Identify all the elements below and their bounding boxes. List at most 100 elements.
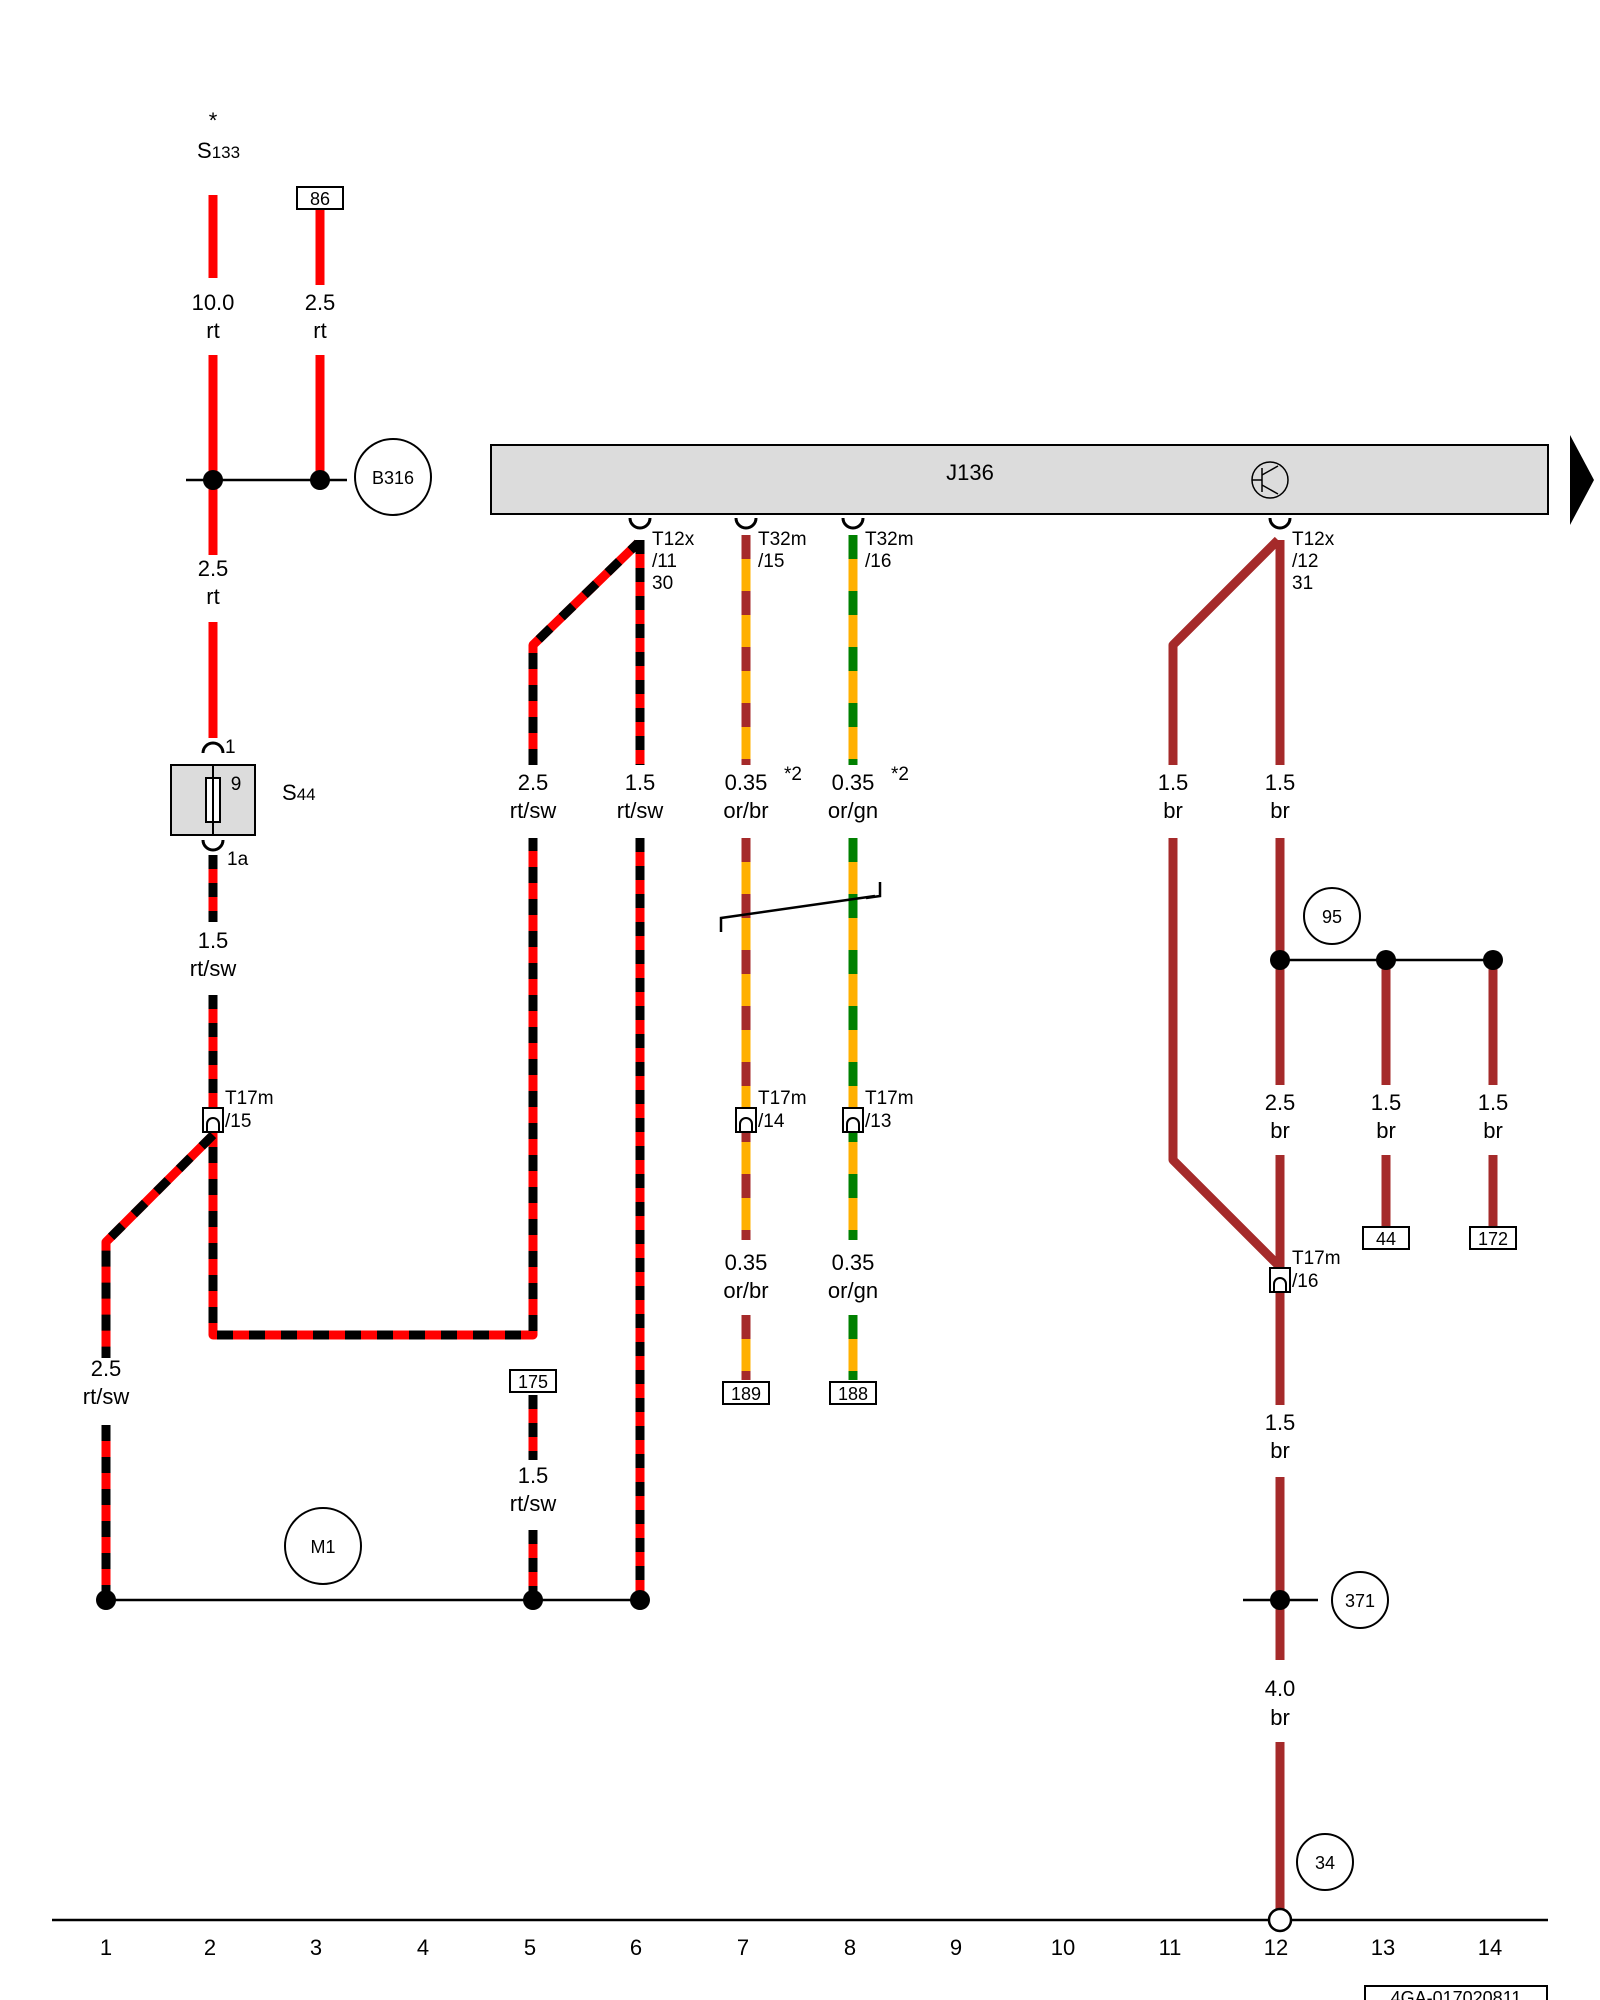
wire-color: rt xyxy=(206,584,219,609)
pin-label: /15 xyxy=(225,1111,251,1132)
junction-dot xyxy=(1376,950,1396,970)
column-number: 4 xyxy=(417,1935,429,1960)
pin-label: 30 xyxy=(652,573,673,594)
column-number: 9 xyxy=(950,1935,962,1960)
wire-color: br xyxy=(1376,1118,1396,1143)
wire-color: or/br xyxy=(723,798,768,823)
junction-dots xyxy=(96,470,1503,1610)
pin-label: /16 xyxy=(1292,1271,1318,1292)
pin-label: 31 xyxy=(1292,573,1313,594)
box-44: 44 xyxy=(1376,1229,1396,1249)
column-number: 5 xyxy=(524,1935,536,1960)
pin-labels: 1 1a T17m /15 T12x /11 30 T32m /15 T32m … xyxy=(225,529,1341,1292)
wire-size: 1.5 xyxy=(1371,1090,1402,1115)
wire-labels: 10.0 rt 2.5 rt 2.5 rt 1.5 rt/sw 2.5 rt/s… xyxy=(83,290,1509,1730)
reference-boxes xyxy=(296,186,1548,2000)
circle-34: 34 xyxy=(1315,1853,1335,1873)
wire-color: br xyxy=(1483,1118,1503,1143)
junction-dot xyxy=(630,1590,650,1610)
reference-circles xyxy=(284,438,1389,1891)
pin-label: /16 xyxy=(865,551,891,572)
wire-color: br xyxy=(1270,798,1290,823)
document-id: 4GA-017020811 xyxy=(1391,1988,1522,2000)
wire-color: rt/sw xyxy=(510,1491,557,1516)
wire-color: rt/sw xyxy=(83,1384,130,1409)
wire-color: br xyxy=(1270,1438,1290,1463)
column-number: 8 xyxy=(844,1935,856,1960)
pin-label: T17m xyxy=(865,1088,914,1109)
column-number: 14 xyxy=(1478,1935,1502,1960)
wire-size: 2.5 xyxy=(91,1356,122,1381)
junction-dot xyxy=(96,1590,116,1610)
column-number: 7 xyxy=(737,1935,749,1960)
inline-connector-icon xyxy=(1269,1267,1291,1293)
connector-pin-icon xyxy=(734,517,758,530)
inline-connectors xyxy=(202,1107,1291,1293)
box-172: 172 xyxy=(1478,1229,1508,1249)
wire-2-5-rtsw-loop xyxy=(208,539,642,1340)
j136-label: J136 xyxy=(946,460,994,485)
junction-dot xyxy=(310,470,330,490)
wire-color: rt/sw xyxy=(190,956,237,981)
wire-note: *2 xyxy=(784,764,802,785)
connector-pin-icon xyxy=(628,517,652,530)
pin-label: /11 xyxy=(652,551,677,572)
wire-note: *2 xyxy=(891,764,909,785)
wire-1-5-br-loop xyxy=(1168,536,1282,1269)
wire-color: or/gn xyxy=(828,798,878,823)
column-number: 13 xyxy=(1371,1935,1395,1960)
wire-color: br xyxy=(1270,1118,1290,1143)
wire-size: 2.5 xyxy=(305,290,336,315)
continuation-arrow-icon xyxy=(1570,435,1594,525)
wire-color: rt xyxy=(206,318,219,343)
column-number: 12 xyxy=(1264,1935,1288,1960)
circle-371: 371 xyxy=(1345,1591,1375,1611)
wire-size: 1.5 xyxy=(198,928,229,953)
wire-color: br xyxy=(1163,798,1183,823)
column-number: 3 xyxy=(310,1935,322,1960)
pin-label: /15 xyxy=(758,551,784,572)
column-number: 1 xyxy=(100,1935,112,1960)
b316-label: B316 xyxy=(372,468,414,488)
junction-dot xyxy=(1483,950,1503,970)
wire-size: 0.35 xyxy=(832,1250,875,1275)
wire-color: br xyxy=(1270,1705,1290,1730)
wire-size: 2.5 xyxy=(518,770,549,795)
box-189: 189 xyxy=(731,1384,761,1404)
pin-label: /14 xyxy=(758,1111,785,1132)
pin-label: /13 xyxy=(865,1111,891,1132)
transistor-icon xyxy=(1251,461,1289,499)
s133-asterisk: * xyxy=(209,108,218,133)
junction-dot xyxy=(523,1590,543,1610)
box-86: 86 xyxy=(310,189,330,209)
inline-connector-icon xyxy=(202,1107,224,1133)
column-number: 2 xyxy=(204,1935,216,1960)
pin-label: T17m xyxy=(225,1088,274,1109)
wire-color: rt/sw xyxy=(617,798,664,823)
column-number: 6 xyxy=(630,1935,642,1960)
connector-pin-icon xyxy=(201,839,225,852)
column-number: 10 xyxy=(1051,1935,1075,1960)
connector-pin-icon xyxy=(1268,517,1292,530)
pin-label: /12 xyxy=(1292,551,1318,572)
control-unit-j136: J136 xyxy=(490,435,1594,525)
s133-label: S133 xyxy=(197,138,240,163)
junction-dot xyxy=(1270,1590,1290,1610)
wire-color: rt/sw xyxy=(510,798,557,823)
pin-label: T17m xyxy=(1292,1248,1341,1269)
pin-label: T12x xyxy=(652,529,695,550)
wire-size: 0.35 xyxy=(725,770,768,795)
s44-label: S44 xyxy=(282,780,316,805)
wire-size: 2.5 xyxy=(198,556,229,581)
connector-pin-icon xyxy=(201,741,225,754)
wire-size: 4.0 xyxy=(1265,1676,1296,1701)
wire-size: 1.5 xyxy=(625,770,656,795)
pin-label: 1 xyxy=(225,737,236,758)
connector-symbols xyxy=(201,517,1292,852)
wire-size: 0.35 xyxy=(725,1250,768,1275)
column-numbers: 1 2 3 4 5 6 7 8 9 10 11 12 13 14 xyxy=(100,1935,1502,1960)
pin-label: T17m xyxy=(758,1088,807,1109)
box-175: 175 xyxy=(518,1372,548,1392)
inline-connector-icon xyxy=(842,1107,864,1133)
